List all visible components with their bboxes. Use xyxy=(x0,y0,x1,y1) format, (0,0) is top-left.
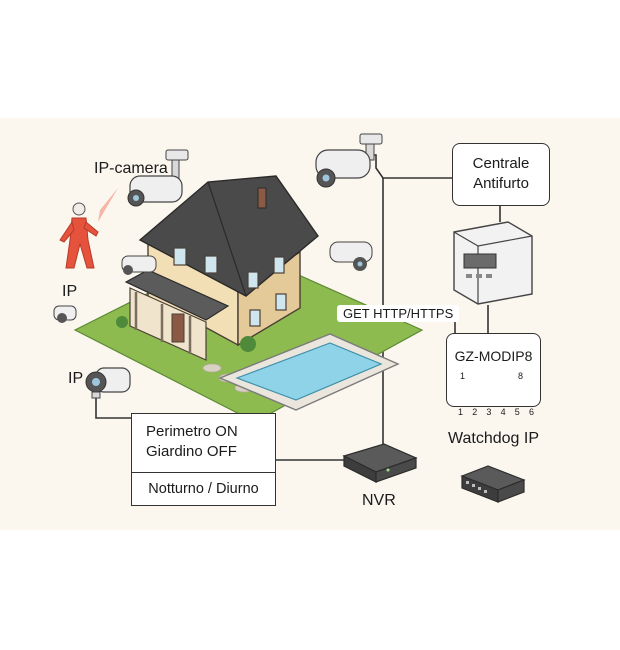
gz-modip8-module: GZ-MODIP8 xyxy=(446,333,541,407)
label-ip-camera: IP-camera xyxy=(94,160,168,177)
module-terminal-numbers: 1 2 3 4 5 6 xyxy=(458,407,534,417)
terminal-number: 1 xyxy=(458,407,464,417)
terminal-number: 6 xyxy=(528,407,534,417)
centrale-line2: Antifurto xyxy=(473,175,529,192)
module-title: GZ-MODIP8 xyxy=(454,348,533,364)
line-camera-to-scenario xyxy=(95,398,131,419)
camera-house-left xyxy=(121,255,157,275)
camera-ip-left xyxy=(53,305,77,323)
scenario-divider xyxy=(132,472,275,473)
module-terminal-first: 1 xyxy=(460,371,466,381)
label-ip-left: IP xyxy=(62,283,78,300)
camera-beam xyxy=(98,188,118,222)
camera-top-right xyxy=(315,133,383,188)
pool-water xyxy=(235,342,383,401)
terminal-number: 2 xyxy=(472,407,478,417)
centrale-line1: Centrale xyxy=(472,155,530,172)
scenario-mode: Notturno / Diurno xyxy=(148,481,259,497)
scenario-line1: Perimetro ON xyxy=(146,423,238,440)
scenario-line2: Giardino OFF xyxy=(146,443,237,460)
terminal-number: 3 xyxy=(486,407,492,417)
label-ip-bottom: IP xyxy=(68,370,84,387)
nvr-device xyxy=(342,443,418,483)
alarm-panel-device xyxy=(453,221,533,305)
house xyxy=(116,175,319,361)
label-nvr: NVR xyxy=(362,492,396,509)
intruder-person xyxy=(59,202,99,269)
watchdog-device xyxy=(460,465,526,503)
camera-house-right xyxy=(329,241,373,271)
module-terminal-last: 8 xyxy=(518,371,524,381)
camera-ip-top-left xyxy=(127,149,189,207)
centrale-antifurto-box: Centrale Antifurto xyxy=(452,143,550,206)
terminal-number: 5 xyxy=(514,407,520,417)
camera-ip-bottom xyxy=(85,367,131,399)
label-watchdog-ip: Watchdog IP xyxy=(448,430,540,447)
terminal-number: 4 xyxy=(500,407,506,417)
scenario-box: Perimetro ON Giardino OFF Notturno / Diu… xyxy=(131,413,276,506)
label-get-http: GET HTTP/HTTPS xyxy=(337,305,460,322)
